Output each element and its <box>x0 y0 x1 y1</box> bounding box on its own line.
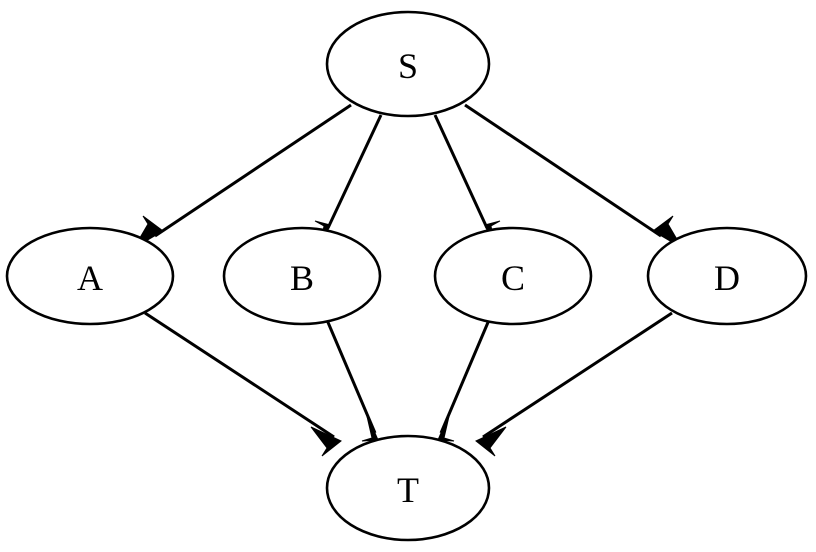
edge-line-s-c <box>433 114 489 229</box>
edge-b-to-t <box>325 319 379 442</box>
arrowhead-a-t <box>310 426 342 457</box>
edge-a-to-t <box>144 311 342 457</box>
arrowhead-c-t <box>437 411 455 442</box>
edge-group <box>132 103 684 457</box>
node-s-ellipse[interactable] <box>325 10 491 118</box>
edge-line-s-a <box>154 103 352 238</box>
edge-s-to-a <box>132 103 352 250</box>
node-t[interactable]: T <box>325 434 491 542</box>
edge-c-to-t <box>437 319 491 442</box>
node-t-ellipse[interactable] <box>325 434 491 542</box>
node-d-ellipse[interactable] <box>646 226 808 326</box>
edge-line-s-d <box>464 103 662 238</box>
edge-s-to-d <box>464 103 684 250</box>
node-d-label: D <box>714 258 740 298</box>
edge-line-d-t <box>482 311 673 439</box>
node-s-label: S <box>398 46 418 86</box>
node-group: S A B C D T <box>5 10 808 542</box>
node-c-ellipse[interactable] <box>433 226 593 326</box>
node-a-ellipse[interactable] <box>5 226 175 326</box>
edge-d-to-t <box>475 311 673 457</box>
node-c[interactable]: C <box>433 226 593 326</box>
node-b-ellipse[interactable] <box>222 226 382 326</box>
arrowhead-b-t <box>361 411 379 442</box>
node-b[interactable]: B <box>222 226 382 326</box>
node-d[interactable]: D <box>646 226 808 326</box>
node-s[interactable]: S <box>325 10 491 118</box>
node-b-label: B <box>290 258 314 298</box>
node-a[interactable]: A <box>5 226 175 326</box>
edge-line-a-t <box>144 311 335 439</box>
node-a-label: A <box>77 258 103 298</box>
edge-line-s-b <box>326 114 383 229</box>
arrowhead-d-t <box>475 426 507 457</box>
node-c-label: C <box>501 258 525 298</box>
node-t-label: T <box>397 470 419 510</box>
